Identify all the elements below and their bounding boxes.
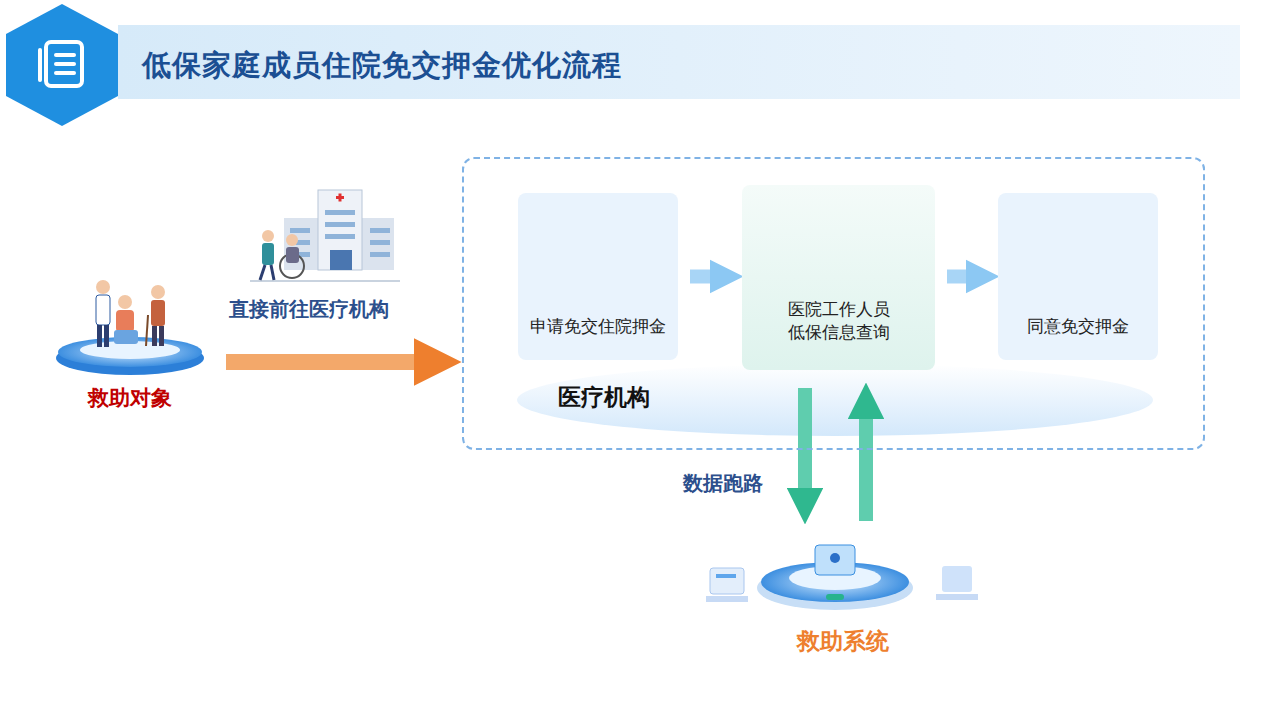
flow-arrow xyxy=(798,388,812,499)
rescue-system: 救助系统 xyxy=(700,525,985,665)
flow-arrow xyxy=(859,408,873,521)
flow-arrow xyxy=(226,354,428,370)
flow-arrow xyxy=(947,270,976,284)
edge-label: 数据跑路 xyxy=(680,470,766,497)
people-illustration xyxy=(56,280,204,375)
flow-arrow xyxy=(690,270,720,284)
process-box: 医院工作人员 低保信息查询 xyxy=(742,185,935,370)
rescue-object: 救助对象 xyxy=(50,270,210,420)
process-box: 同意免交押金 xyxy=(998,193,1158,360)
node-text: 救助系统 xyxy=(797,626,889,657)
hospital-band xyxy=(517,364,1153,436)
hospital-illustration xyxy=(250,190,400,281)
page-title: 低保家庭成员住院免交押金优化流程 xyxy=(142,46,622,86)
header-bar xyxy=(118,25,1240,99)
edge-label: 直接前往医疗机构 xyxy=(226,296,392,323)
process-box: 申请免交住院押金 xyxy=(518,193,678,360)
node-text: 医院工作人员 低保信息查询 xyxy=(780,298,898,344)
document-icon xyxy=(40,42,82,86)
system-illustration xyxy=(706,545,978,610)
node-text: 同意免交押金 xyxy=(1027,315,1129,338)
node-text: 申请免交住院押金 xyxy=(530,315,666,338)
hospital-region: 医疗机构 申请免交住院押金 医院工作人员 低保信息查询 同意免交押金 xyxy=(462,157,1205,450)
node-text: 救助对象 xyxy=(88,384,172,412)
node-text: 医疗机构 xyxy=(558,382,650,413)
header-hexagon xyxy=(6,4,118,126)
